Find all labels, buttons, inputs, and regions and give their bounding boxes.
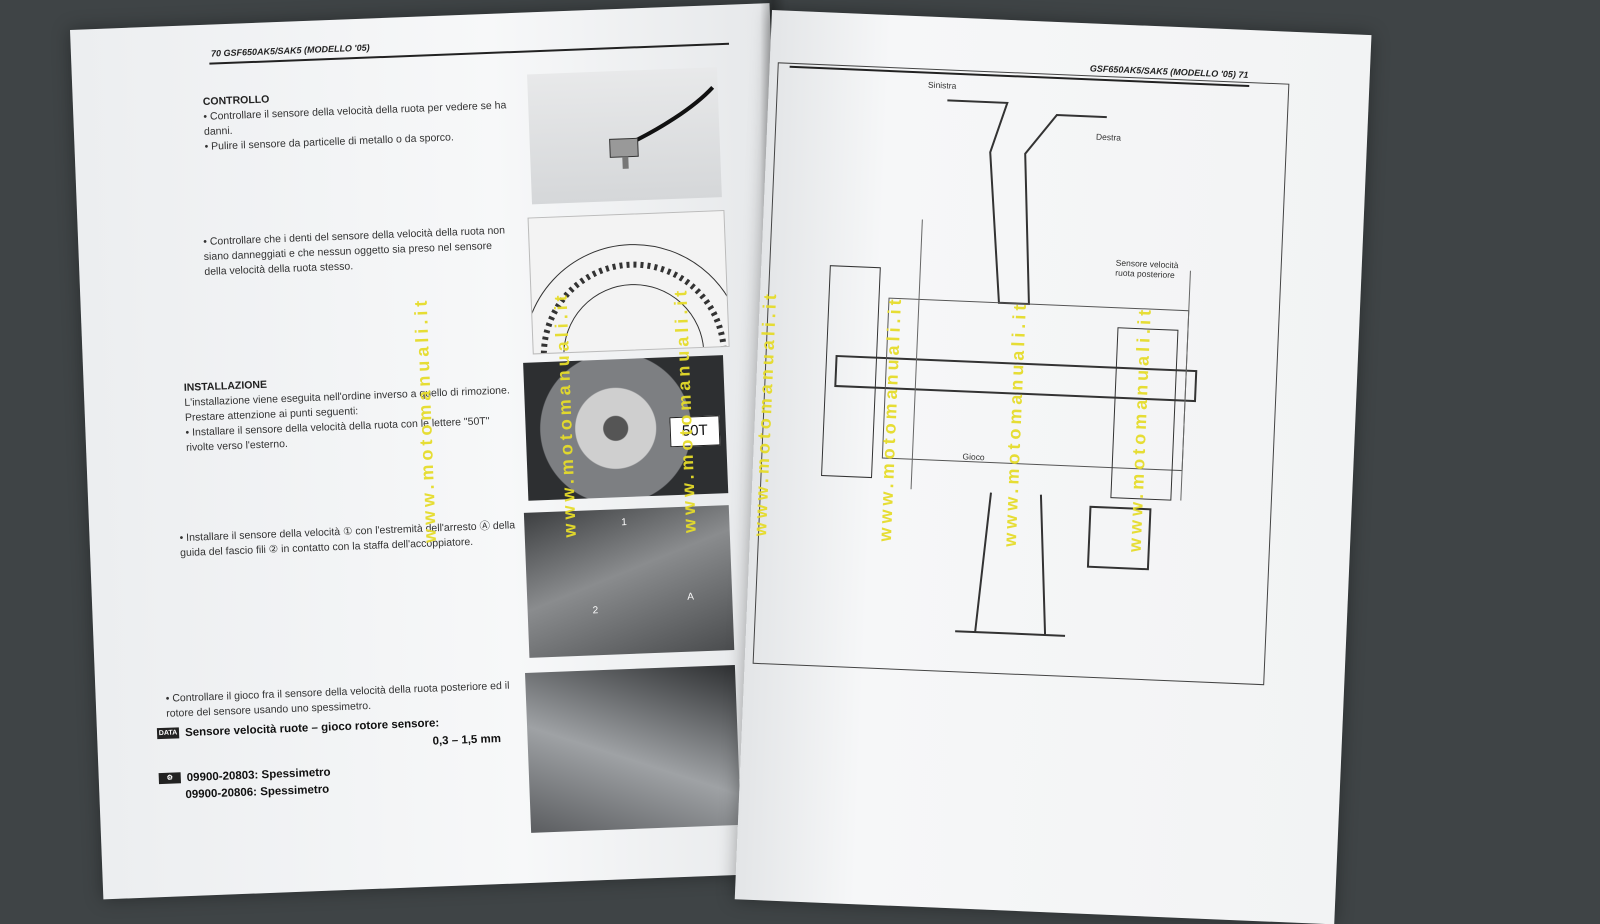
sensor-photo (527, 67, 722, 205)
label-sinistra: Sinistra (927, 79, 957, 91)
tool-1-text: 09900-20803: Spessimetro (186, 766, 331, 785)
tool-icon: ⚙ (158, 772, 182, 785)
callout-a: A (687, 591, 695, 603)
teeth-check-bullet: • Controllare che i denti del sensore de… (203, 224, 506, 279)
label-sensore: Sensore velocità ruota posteriore (1115, 257, 1179, 281)
right-page: GSF650AK5/SAK5 (MODELLO '05) 71 Sinistra… (734, 10, 1372, 924)
page-header-left: 70 GSF650AK5/SAK5 (MODELLO '05) (210, 42, 370, 59)
rear-axle-diagram: Sinistra Destra Sensore velocità ruota p… (752, 62, 1290, 686)
spec-value: 0,3 – 1,5 mm (432, 732, 502, 748)
left-page: 70 GSF650AK5/SAK5 (MODELLO '05) CONTROLL… (70, 3, 803, 900)
label-destra: Destra (1095, 131, 1122, 143)
callout-1: 1 (621, 516, 628, 529)
manual-spread: 70 GSF650AK5/SAK5 (MODELLO '05) CONTROLL… (70, 0, 1372, 924)
callout-2: 2 (592, 605, 599, 617)
sensor-icon (609, 86, 715, 169)
spec-label-text: Sensore velocità ruote – gioco rotore se… (184, 717, 440, 740)
data-icon: DATA (156, 727, 180, 740)
sensor-install-photo: 1 2 A (523, 505, 735, 658)
install-guide-bullet: • Installare il sensore della velocità ①… (179, 519, 516, 560)
tool-2: 09900-20806: Spessimetro (185, 783, 330, 802)
feeler-gauge-photo (525, 664, 742, 833)
label-gioco: Gioco (962, 451, 985, 463)
axle-assembly-drawing (821, 99, 1198, 637)
